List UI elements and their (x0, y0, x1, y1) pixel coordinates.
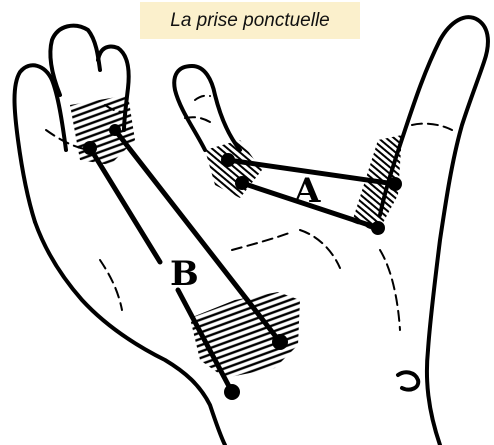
crease-9 (380, 250, 400, 330)
index-finger-outline (174, 66, 240, 150)
label-a: A (293, 171, 321, 211)
point-thumb-1 (388, 177, 402, 191)
line-b-left (90, 148, 160, 262)
point-palm-2 (224, 384, 240, 400)
ring-finger-outline (50, 26, 100, 95)
point-index-1 (221, 153, 235, 167)
wrist-curl (398, 372, 418, 389)
wrist-outline (427, 350, 440, 445)
label-b: B (170, 254, 199, 294)
crease-7 (232, 232, 292, 250)
crease-6 (100, 260, 122, 310)
hand-outline (15, 17, 488, 445)
crease-5 (412, 124, 452, 130)
crease-4 (195, 96, 210, 100)
zone-fingertips (70, 95, 135, 165)
point-finger-2 (109, 124, 121, 136)
point-thumb-2 (371, 221, 385, 235)
point-index-2 (235, 176, 249, 190)
point-finger-1 (83, 141, 97, 155)
point-palm-1 (272, 334, 288, 350)
crease-8 (300, 230, 340, 268)
